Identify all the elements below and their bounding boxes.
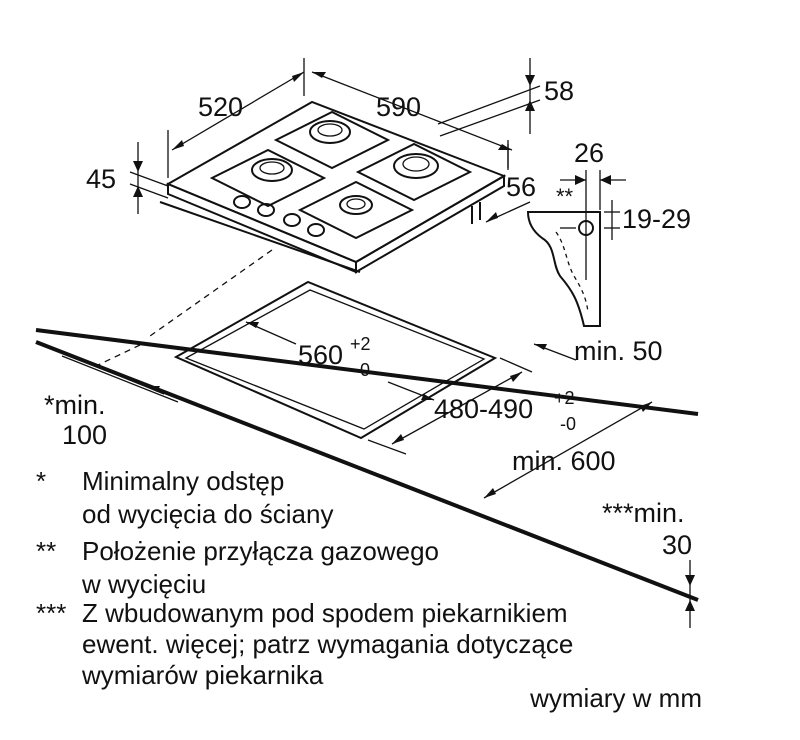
worktop [35, 328, 699, 602]
svg-text:560: 560 [298, 340, 343, 370]
svg-text:-0: -0 [354, 360, 370, 380]
legend-marker: ** [36, 536, 57, 566]
svg-text:*min.: *min. [44, 390, 106, 420]
svg-text:19-29: 19-29 [622, 204, 691, 234]
units-note: wymiary w mm [530, 683, 702, 713]
dim-590: 590 [311, 71, 513, 168]
svg-text:min. 50: min. 50 [574, 336, 663, 366]
dim-min-30: ***min. 30 [602, 498, 695, 628]
svg-text:26: 26 [574, 138, 604, 168]
legend-text: ewent. więcej; patrz wymagania dotyczące [82, 629, 574, 659]
svg-text:480-490: 480-490 [434, 394, 533, 424]
dim-56: 56 [485, 140, 536, 223]
gas-connector [471, 202, 481, 224]
svg-text:590: 590 [376, 92, 421, 122]
dim-min-100: *min. 100 [44, 355, 179, 450]
svg-text:520: 520 [198, 92, 243, 122]
dim-min-50: min. 50 [533, 336, 663, 366]
hob [159, 100, 507, 274]
legend-marker: *** [36, 598, 67, 628]
burner-grid-front-right [297, 180, 415, 240]
control-knobs [233, 195, 325, 237]
svg-text:30: 30 [662, 530, 692, 560]
legend-text: Z wbudowanym pod spodem piekarnikiem [82, 598, 568, 628]
svg-text:***min.: ***min. [602, 498, 685, 528]
burner-grid-rear-left [273, 110, 391, 170]
svg-text:-0: -0 [560, 414, 576, 434]
legend-text: Minimalny odstęp [82, 466, 285, 496]
dim-520: 520 [167, 58, 305, 178]
dim-560: 560 +2 -0 [245, 321, 435, 401]
svg-text:100: 100 [62, 420, 107, 450]
svg-text:min. 600: min. 600 [512, 446, 616, 476]
legend-text: od wycięcia do ściany [82, 499, 334, 529]
svg-text:45: 45 [86, 164, 116, 194]
dim-480-490: 480-490 +2 -0 [367, 357, 576, 455]
burner-grid-rear-right [355, 142, 473, 202]
legend-marker: * [36, 466, 47, 496]
dim-45: 45 [86, 142, 169, 214]
svg-text:56: 56 [506, 172, 536, 202]
svg-text:+2: +2 [554, 388, 575, 408]
legend-text: wymiarów piekarnika [82, 660, 324, 690]
svg-text:+2: +2 [350, 334, 371, 354]
legend-text: Położenie przyłącza gazowego [82, 536, 439, 566]
side-profile: 26 ** 19-29 [526, 138, 691, 327]
svg-text:58: 58 [544, 76, 574, 106]
dim-min-600: min. 600 [483, 401, 653, 499]
legend-text: w wycięciu [82, 569, 207, 599]
burner-grid-front-left [209, 148, 327, 208]
svg-text:**: ** [556, 184, 574, 209]
dim-58: 58 [437, 58, 574, 137]
cutout [95, 249, 498, 440]
